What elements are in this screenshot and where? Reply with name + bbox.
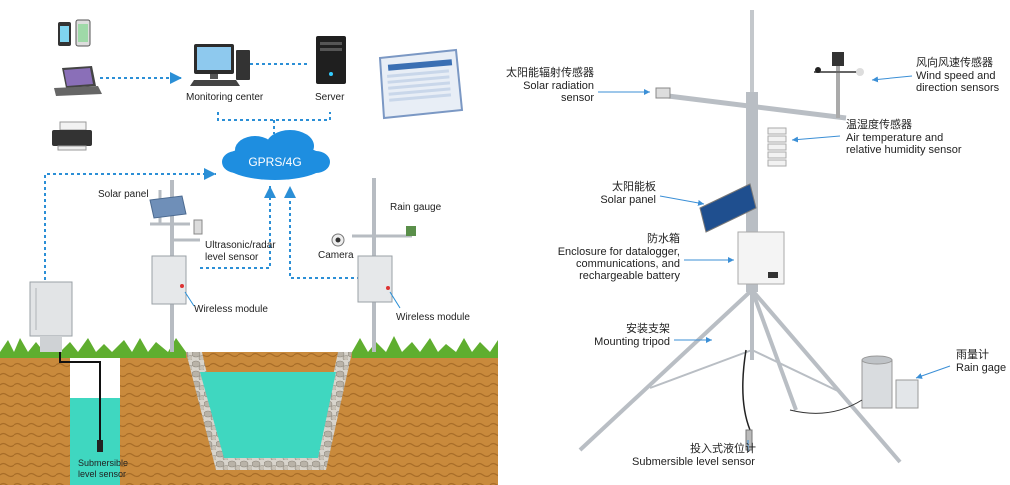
submersible-probe-right [745,429,753,451]
center-server-bracket [217,112,331,121]
enclosure-label-en2: communications, and [576,258,680,270]
cloud-icon [222,130,330,180]
temp-label-en1: Air temperature and [846,132,943,144]
network-label: GPRS/4G [248,155,301,169]
rain-gage-icon [789,355,919,414]
laptop-icon [54,66,102,96]
well-water [70,398,120,485]
server-icon [316,36,346,84]
lightning-rod [750,10,754,100]
temp-humidity-shield [767,127,787,167]
station-solar-panel [699,183,757,233]
submersible-sensor-probe [97,440,103,452]
wind-sensor [814,52,864,118]
left-monitoring-station [149,180,203,352]
left-system-diagram: Monitoring center Server [0,19,498,485]
submersible-cable-right [742,349,751,431]
top-crossarm [659,92,847,121]
enclosure-logo [768,272,778,278]
level-sensor-label-line1: Ultrasonic/radar [205,240,276,251]
enclosure-label-en1: Enclosure for datalogger, [558,246,680,258]
channel-stone-wall [186,352,352,470]
rain-label-en: Rain gage [956,362,1006,374]
solar-panel-label-cn: 太阳能板 [612,179,656,193]
solar-panel-label-en: Solar panel [600,194,656,206]
solar-panel-label: Solar panel [98,189,149,200]
level-sensor-label-line2: level sensor [205,252,259,263]
wireless-module-left-label: Wireless module [194,304,268,315]
solar-radiation-label-en2: sensor [561,92,594,104]
server-label: Server [315,92,345,103]
monitoring-center-computer-icon [190,44,250,86]
submersible-label-line1: Submersible [78,458,128,468]
submersible-right-label-cn: 投入式液位计 [690,441,756,455]
tripod-label-en: Mounting tripod [594,336,670,348]
rain-label-cn: 雨量计 [956,348,989,361]
wireless-module-right-label: Wireless module [396,312,470,323]
solar-radiation-label-cn: 太阳能辐射传感器 [506,65,594,79]
mounting-tripod [578,288,902,464]
wind-label-en1: Wind speed and [916,70,996,82]
dashboard-screen-icon [378,48,464,120]
printer-icon [52,121,92,151]
channel-water [200,372,336,458]
tripod-braces [649,349,841,393]
wireless-right-pointer [389,291,401,309]
right-station-to-cloud-link [284,186,360,279]
enclosure-label-en3: rechargeable battery [579,270,680,282]
grass-right [352,336,498,358]
wind-label-cn: 风向风速传感器 [916,55,993,69]
enclosure-label-cn: 防水箱 [647,231,680,245]
wireless-left-pointer [184,291,195,307]
monitoring-center-label: Monitoring center [186,92,264,103]
temp-label-cn: 温湿度传感器 [846,117,912,131]
right-weather-station-diagram: 太阳能辐射传感器 Solar radiation sensor 风向风速传感器 … [506,10,1006,468]
grass-left [0,336,186,358]
label-arrows [598,75,951,452]
temp-label-en2: relative humidity sensor [846,144,962,156]
phone-icon [58,19,91,47]
tripod-label-cn: 安装支架 [626,321,670,335]
camera-label: Camera [318,250,354,261]
wind-label-en2: direction sensors [916,82,1000,94]
submersible-right-label-en: Submersible level sensor [632,456,755,468]
rain-gauge-label: Rain gauge [390,202,442,213]
solar-radiation-sensor [655,87,671,99]
solar-radiation-label-en1: Solar radiation [523,80,594,92]
right-monitoring-station [331,178,416,352]
submersible-label-line2: level sensor [78,469,126,479]
ground-cabinet-icon [29,281,73,352]
